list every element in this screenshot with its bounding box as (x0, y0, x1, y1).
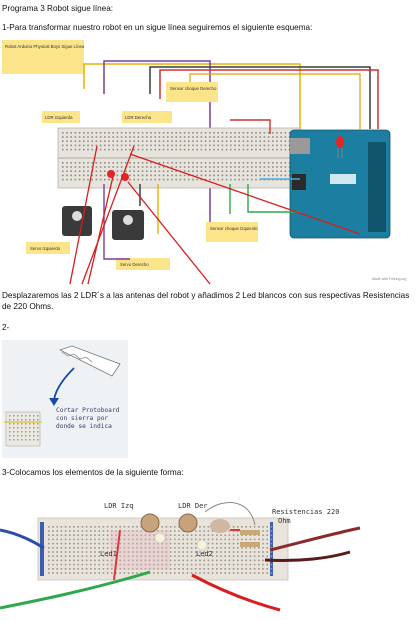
ldr-izq-label: LDR Izq (104, 502, 134, 510)
servo-left-label: Servo Izquierdo (30, 246, 61, 251)
caption-line-3: donde se indica (56, 423, 112, 430)
document-title: Programa 3 Robot sigue línea: (2, 4, 114, 13)
ohm-label: Ohm (278, 517, 291, 525)
cut-protoboard-sketch: Cortar Protoboard con sierra por donde s… (2, 340, 128, 458)
robot-label-box (2, 40, 84, 74)
assembled-circuit-photo: LDR Izq LDR Der Resistencias 220 Ohm Led… (0, 490, 417, 620)
caption-line-1: Cortar Protoboard (56, 407, 120, 414)
servo-right-label: Servo Derecho (120, 262, 149, 267)
step-1-after-text: Desplazaremos las 2 LDR´s a las antenas … (2, 291, 410, 311)
step-1-text: 1-Para transformar nuestro robot en un s… (2, 23, 313, 32)
ldr-left-label: LDR Izquierda (45, 115, 73, 120)
step-3-text: 3-Colocamos los elementos de la siguient… (2, 468, 184, 477)
sensor-left-label: Sensor choque Izquierdo (210, 226, 258, 231)
led2-label: Led2 (196, 550, 213, 558)
caption-line-2: con sierra por (56, 415, 108, 422)
resistencias-label: Resistencias 220 (272, 508, 339, 516)
led1-label: Led1 (100, 550, 117, 558)
robot-label: Robot Arduino Physical Boys Sigue Línea (5, 44, 85, 49)
step-2-text: 2- (2, 323, 10, 332)
fritzing-credit: Made with Fritzing.org (372, 277, 406, 281)
ldr-right-label: LDR Derecha (125, 115, 152, 120)
circuit-diagram: Robot Arduino Physical Boys Sigue Línea … (0, 34, 417, 286)
ldr-der-label: LDR Der (178, 502, 208, 510)
sensor-right-label: Sensor choque Derecho (170, 86, 217, 91)
